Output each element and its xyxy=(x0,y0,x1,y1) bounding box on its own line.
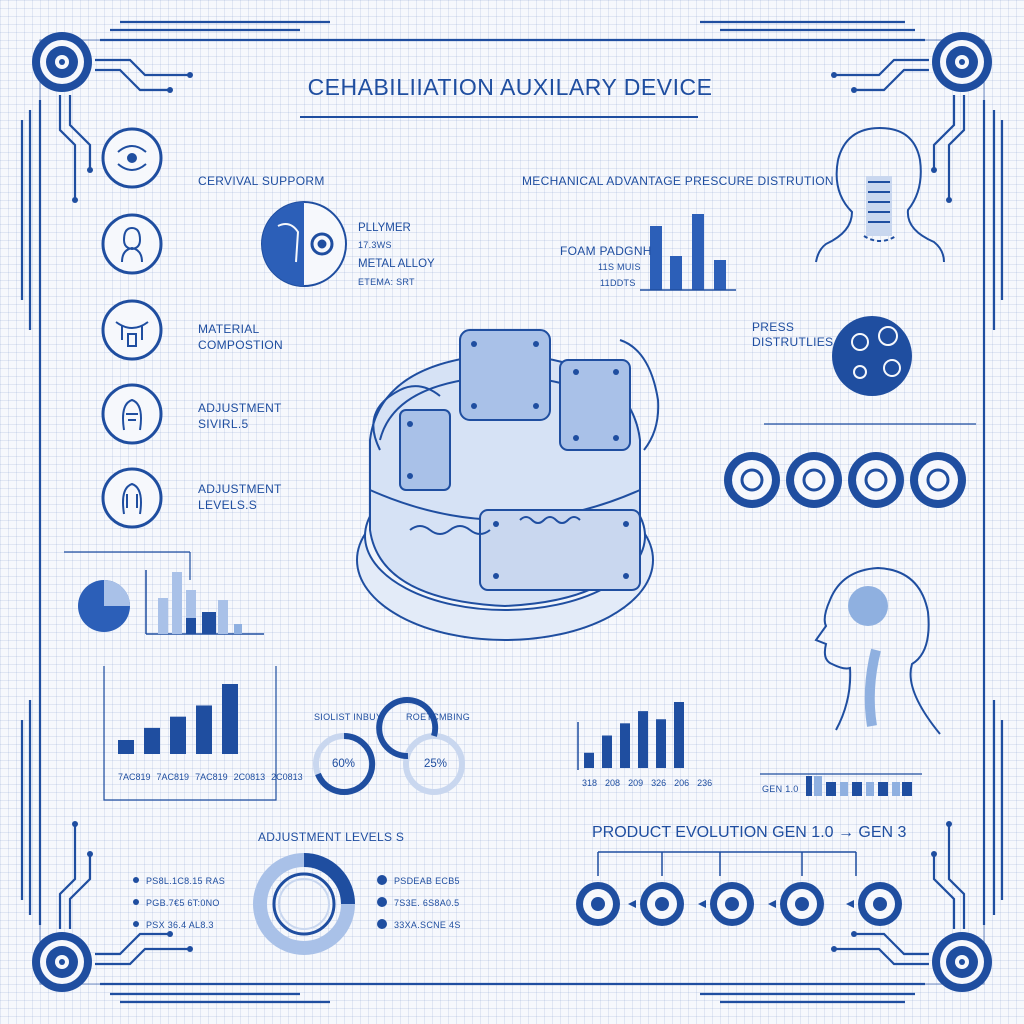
left-tick: 2C0813 xyxy=(233,772,266,782)
bar xyxy=(144,727,160,754)
bar xyxy=(674,702,684,768)
right-tick: 206 xyxy=(674,778,690,788)
material-polymer: PLLYMER xyxy=(358,222,411,234)
legend-right-item: PSDEAB ECB5 xyxy=(394,876,460,886)
right-tick: 208 xyxy=(605,778,621,788)
press-label-1: PRESS xyxy=(752,320,795,334)
left-tick: 7AC819 xyxy=(195,772,228,782)
gear-row-icons xyxy=(724,452,966,508)
right-tick: 236 xyxy=(697,778,713,788)
right-tick: 318 xyxy=(582,778,598,788)
product-evolution-title: PRODUCT EVOLUTION GEN 1.0 → GEN 3 xyxy=(592,824,907,841)
legend-left-item: PS8L.1C8.15 RAS xyxy=(146,876,226,886)
left-tick: 2C0813 xyxy=(271,772,303,782)
bar xyxy=(222,684,238,754)
bar xyxy=(656,719,666,768)
left-small-bars xyxy=(145,570,264,635)
bar xyxy=(638,711,648,768)
adjustment-donut xyxy=(253,853,355,955)
right-tick: 209 xyxy=(628,778,644,788)
left-tick: 7AC819 xyxy=(118,772,151,782)
material-metal: METAL ALLOY xyxy=(358,258,435,270)
gear-cluster-icon xyxy=(832,316,912,396)
gauge-25 xyxy=(376,697,465,795)
neck-outline-icon xyxy=(815,126,945,263)
legend-right-item: 33XA.SCNE 4S xyxy=(394,920,461,930)
adjustment-label-2: SIVIRL.5 xyxy=(198,417,249,431)
bar xyxy=(196,705,212,754)
gauge-value-1: 60% xyxy=(332,758,356,770)
gauge-value-2: 25% xyxy=(424,758,448,770)
mechanical-bar-chart xyxy=(640,214,736,291)
bar xyxy=(584,752,594,768)
gen-label: GEN 1.0 xyxy=(762,784,799,794)
gauge-label-1: SIOLIST INBUY xyxy=(314,712,383,722)
legend-right-item: 7S3E. 6S8A0.5 xyxy=(394,898,460,908)
left-bar-chart-marks xyxy=(118,684,238,754)
bar xyxy=(170,716,186,754)
adjustment-label-1: ADJUSTMENT xyxy=(198,401,282,415)
cervical-collar-illustration xyxy=(356,329,660,641)
gauge-60 xyxy=(313,732,376,795)
adjustment-levels-label-2: LEVELS.S xyxy=(198,498,258,512)
title-underline xyxy=(300,116,698,118)
bar xyxy=(620,723,630,768)
press-label-2: DISTRUTLIES xyxy=(752,335,834,349)
adjustment-levels-label-1: ADJUSTMENT xyxy=(198,482,282,496)
mechanical-label-3: 11DDTS xyxy=(600,278,636,288)
mechanical-title: MECHANICAL ADVANTAGE PRESCURE DISTRUTION xyxy=(522,174,834,188)
material-metal-value: ETEMA: SRT xyxy=(358,277,415,287)
gen-strip xyxy=(806,776,912,796)
cervival-support-label: CERVIVAL SUPPORM xyxy=(198,174,325,188)
mechanical-label-2: 11S MUIS xyxy=(598,262,641,272)
legend-left-item: PSX 36.4 AL8.3 xyxy=(146,920,214,930)
evolution-gears xyxy=(576,882,902,926)
left-bar-ticks: 7AC819 7AC819 7AC819 2C0813 2C0813 xyxy=(118,772,303,782)
material-label-1: MATERIAL xyxy=(198,322,260,336)
head-profile-icon xyxy=(814,566,941,735)
right-bar-ticks: 318 208 209 326 206 236 xyxy=(582,778,712,788)
legend-left-item: PGB.7€5 6T:0NO xyxy=(146,898,220,908)
adjustment-levels-title: ADJUSTMENT LEVELS S xyxy=(258,830,405,844)
material-polymer-value: 17.3WS xyxy=(358,240,392,250)
mechanical-label-foam: FOAM PADGNH xyxy=(560,244,652,258)
right-tick: 326 xyxy=(651,778,667,788)
left-small-pie xyxy=(78,580,130,632)
bar xyxy=(602,735,612,768)
left-tick: 7AC819 xyxy=(156,772,190,782)
bar xyxy=(118,740,134,754)
corner-gear-icons xyxy=(32,32,992,992)
gauge-label-2: ROETCMBING xyxy=(406,712,471,722)
material-pie-icon xyxy=(261,201,347,287)
right-bar-chart-marks xyxy=(584,702,684,768)
material-label-2: COMPOSTION xyxy=(198,338,284,352)
page-title: CEHABILIIATION AUXILARY DEVICE xyxy=(307,74,713,100)
